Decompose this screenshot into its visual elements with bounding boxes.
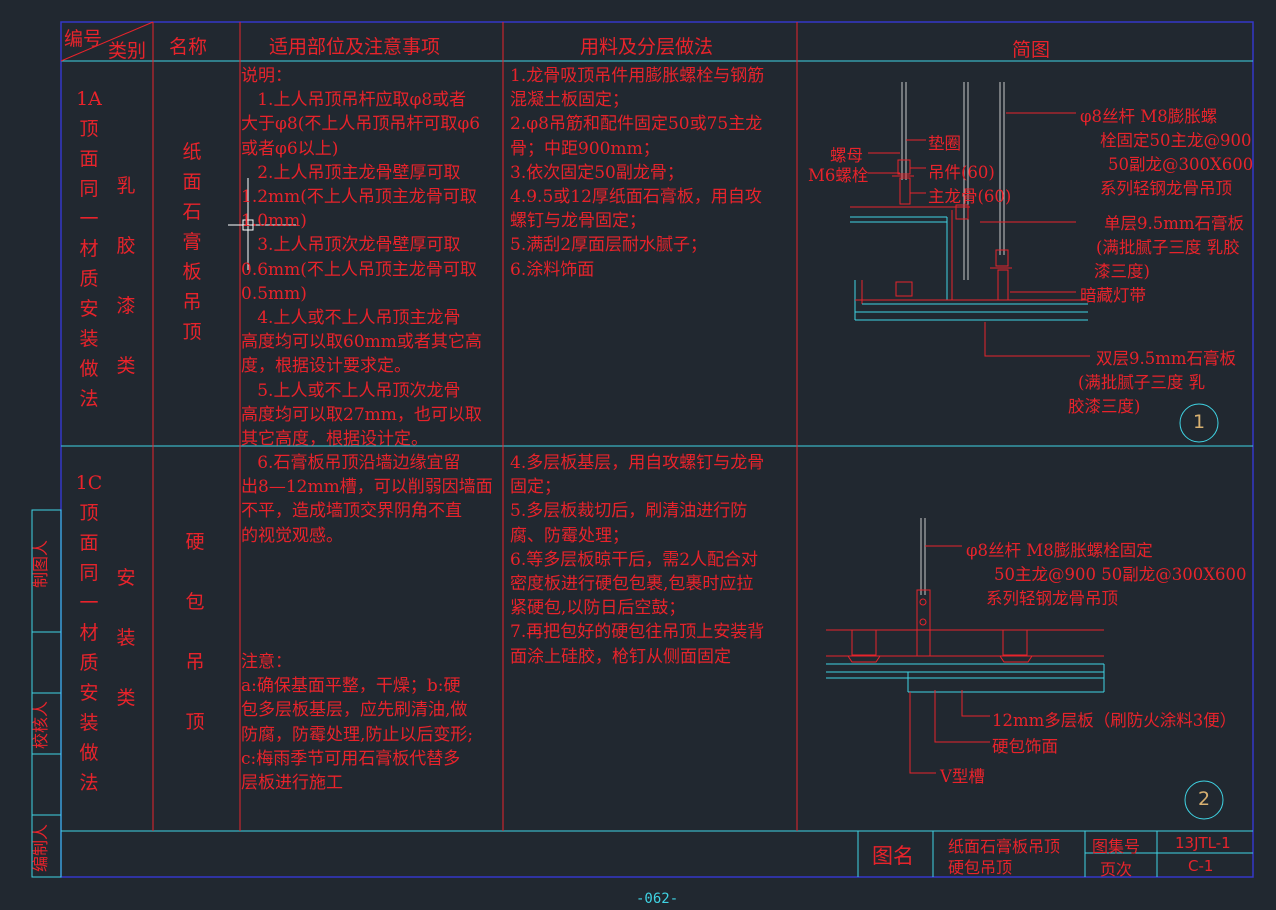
row1-materials: 1.龙骨吸顶吊件用膨胀螺栓与钢筋 混凝土板固定； 2.φ8吊筋和配件固定50或7… [510,66,765,280]
s1-double3: 胶漆三度) [1068,397,1141,416]
s1-nut: 螺母 [830,146,863,165]
titleblock-page: C-1 [1188,857,1214,875]
s1-rod3: 50副龙@300X600 [1108,155,1254,174]
sketch-1 [850,82,1090,357]
s1-single: 单层9.5mm石膏板 [1104,214,1245,233]
s1-rod2: 栓固定50主龙@900 [1100,131,1252,150]
row2-category: 安装类 [116,567,136,709]
s1-single2: (满批腻子三度 乳胶 [1096,238,1240,257]
detail-1-badge [1179,403,1219,443]
side-drawn: 制图人 [31,539,50,588]
titleblock-atlas: 13JTL-1 [1175,834,1231,852]
s1-bolt: M6螺栓 [808,166,869,185]
s2-ply: 12mm多层板（刷防火涂料3便） [992,711,1237,730]
s2-rod2: 50主龙@900 50副龙@300X600 [994,565,1247,584]
header-name: 名称 [169,36,208,58]
side-checked: 校核人 [31,700,50,749]
s1-double2: (满批腻子三度 乳 [1078,373,1206,392]
row1-name: 纸面石膏板吊顶 [182,141,202,343]
header-code: 编号 [64,28,103,50]
row2-notes-b: 注意： a:确保基面平整，干燥；b:硬 包多层板基层，应先刷清油,做 防腐，防霉… [241,652,474,794]
header-materials: 用料及分层做法 [580,36,714,58]
row1-category: 乳胶漆类 [116,175,136,377]
sketch-2 [826,518,1105,774]
titleblock-page-label: 页次 [1100,860,1133,879]
header-category: 类别 [108,40,147,62]
titleblock-atlas-label: 图集号 [1092,837,1141,856]
side-compiled: 编制人 [31,823,50,872]
s1-double: 双层9.5mm石膏板 [1096,349,1237,368]
s1-main: 主龙骨(60) [928,187,1012,206]
s1-rod: φ8丝杆 M8膨胀螺 [1080,107,1218,126]
header-usage: 适用部位及注意事项 [269,36,441,58]
row2-name: 硬包吊顶 [185,531,205,733]
titleblock-figname2: 硬包吊顶 [948,858,1013,877]
page-footer: -062- [636,891,679,907]
detail-1-number: 1 [1192,411,1206,433]
row2-materials: 4.多层板基层，用自攻螺钉与龙骨 固定； 5.多层板裁切后，刷清油进行防 腐、防… [510,453,765,667]
titleblock-figname-label: 图名 [872,844,914,868]
detail-2-number: 2 [1197,788,1211,810]
s1-single3: 漆三度) [1094,262,1150,281]
s1-rod4: 系列轻钢龙骨吊顶 [1100,179,1232,198]
header-sketch: 简图 [1012,39,1051,61]
row2-notes-a: 6.石膏板吊顶沿墙边缘宜留 出8—12mm槽，可以削弱因墙面 不平，造成墙顶交界… [241,453,493,546]
s1-washer: 垫圈 [928,134,961,153]
s1-light: 暗藏灯带 [1080,286,1146,305]
row1-notes: 说明： 1.上人吊顶吊杆应取φ8或者 大于φ8(不上人吊顶吊杆可取φ6 或者φ6… [241,66,482,450]
s2-rod3: 系列轻钢龙骨吊顶 [986,589,1118,608]
detail-2-badge [1184,780,1224,820]
s2-rod: φ8丝杆 M8膨胀螺栓固定 [966,541,1153,560]
titleblock-figname1: 纸面石膏板吊顶 [948,837,1061,856]
s2-groove: V型槽 [940,767,985,786]
s1-hanger: 吊件(60) [928,163,995,182]
s2-finish: 硬包饰面 [992,737,1058,756]
